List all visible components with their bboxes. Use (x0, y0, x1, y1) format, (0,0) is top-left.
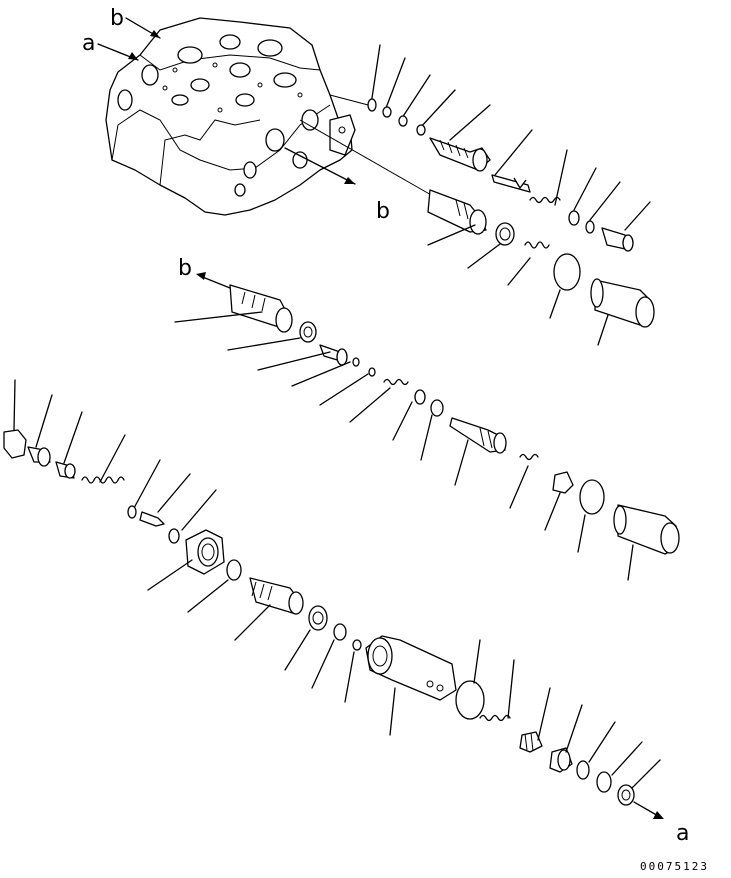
valve-body (105, 17, 356, 216)
axis-line (329, 94, 373, 107)
svg-text:b: b (110, 6, 124, 31)
row3-parts (3, 379, 661, 806)
label-b-mid: b (284, 147, 390, 224)
label-b-left: b (178, 256, 231, 289)
spool-row2 (174, 284, 680, 581)
svg-text:a: a (82, 31, 95, 56)
row1-small-parts (491, 129, 651, 252)
label-a-bottom: a (633, 801, 689, 846)
spool-row1 (427, 189, 655, 346)
axis-line (299, 119, 441, 201)
svg-text:b: b (376, 199, 390, 224)
svg-text:a: a (676, 821, 689, 846)
label-a-top: a (82, 31, 139, 61)
drawing-number: 00075123 (640, 860, 709, 873)
row1-parts (367, 44, 491, 172)
label-b-top: b (110, 6, 161, 39)
svg-text:b: b (178, 256, 192, 281)
